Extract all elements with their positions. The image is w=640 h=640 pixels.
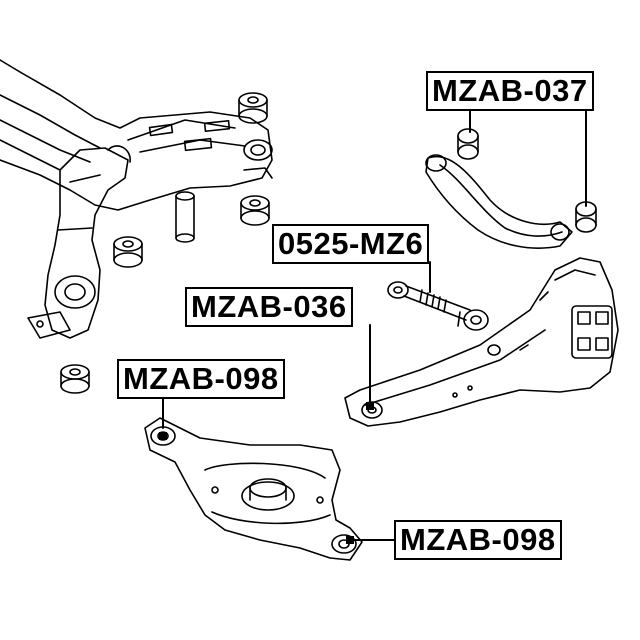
part-label-0525-mz6: 0525-MZ6: [272, 224, 430, 264]
part-label-mzab-036: MZAB-036: [185, 287, 353, 327]
toe-control-link: [387, 281, 489, 331]
bushing-3: [113, 236, 143, 268]
rear-knuckle-arm: [344, 257, 619, 427]
part-label-mzab-098-upper: MZAB-098: [117, 359, 285, 399]
leader-lines: [162, 107, 587, 541]
bushing-1: [238, 92, 268, 124]
bushing-4: [60, 364, 90, 394]
part-label-mzab-037: MZAB-037: [426, 71, 594, 111]
bushing-2: [240, 195, 270, 226]
lower-control-arm: [144, 417, 363, 561]
rear-subframe: [0, 59, 273, 339]
part-label-mzab-098-lower: MZAB-098: [394, 520, 562, 560]
upper-control-arm: [425, 128, 597, 249]
leader-markers: [159, 402, 374, 544]
